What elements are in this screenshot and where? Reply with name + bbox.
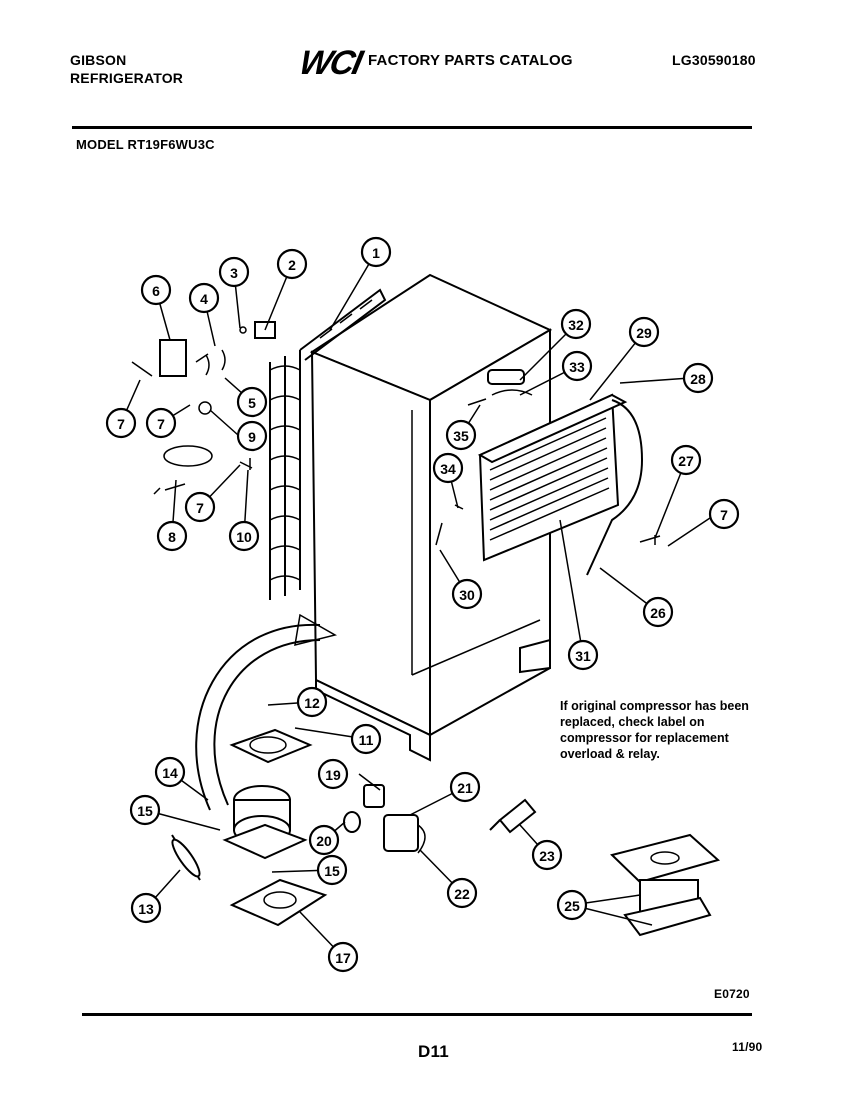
svg-text:22: 22 (454, 886, 470, 902)
svg-text:27: 27 (678, 453, 694, 469)
product-type: REFRIGERATOR (70, 70, 184, 86)
callout-33: 33 (561, 350, 593, 382)
compressor-note: If original compressor has been replaced… (560, 699, 749, 761)
hardware-drawing (131, 321, 661, 546)
callout-20: 20 (308, 824, 340, 856)
svg-text:32: 32 (568, 317, 584, 333)
callout-11: 11 (350, 723, 382, 755)
svg-text:30: 30 (459, 587, 475, 603)
callout-28: 28 (682, 362, 714, 394)
compressor-assembly-drawing (610, 833, 721, 937)
page-number: D11 (418, 1042, 449, 1061)
callout-7b: 7 (145, 407, 177, 439)
connection-tube-drawing (195, 613, 337, 811)
svg-text:11: 11 (359, 732, 374, 748)
catalog-title: FACTORY PARTS CATALOG (368, 52, 573, 69)
svg-text:31: 31 (575, 648, 591, 664)
footer-rule (82, 1013, 752, 1016)
model-label: MODEL RT19F6WU3C (76, 137, 215, 152)
callout-15a: 15 (129, 794, 161, 826)
svg-text:6: 6 (152, 283, 160, 299)
callout-35: 35 (445, 419, 477, 451)
svg-text:13: 13 (138, 901, 154, 917)
condenser-coil-drawing (269, 288, 387, 600)
callout-7a: 7 (105, 407, 137, 439)
callout-12: 12 (296, 686, 328, 718)
callout-6: 6 (140, 274, 172, 306)
svg-text:28: 28 (690, 371, 706, 387)
svg-text:19: 19 (325, 767, 341, 783)
callout-23: 23 (531, 839, 563, 871)
svg-text:23: 23 (539, 848, 555, 864)
svg-text:10: 10 (236, 529, 252, 545)
callout-22: 22 (446, 877, 478, 909)
svg-text:34: 34 (440, 461, 456, 477)
svg-text:20: 20 (316, 833, 332, 849)
svg-text:12: 12 (304, 695, 320, 711)
header-rule (72, 126, 752, 129)
relay-parts-drawing (343, 784, 537, 854)
revision-date: 11/90 (732, 1040, 763, 1054)
callout-29: 29 (628, 316, 660, 348)
svg-text:15: 15 (137, 803, 153, 819)
svg-text:5: 5 (248, 395, 256, 411)
callout-1: 1 (360, 236, 392, 268)
brand-name: GIBSON (70, 52, 127, 68)
callout-7c: 7 (184, 491, 216, 523)
svg-text:7: 7 (720, 507, 728, 523)
callout-8: 8 (156, 520, 188, 552)
callout-9: 9 (236, 420, 268, 452)
svg-text:25: 25 (564, 898, 580, 914)
svg-text:21: 21 (457, 780, 473, 796)
drawing-code: E0720 (714, 987, 750, 1001)
svg-text:9: 9 (248, 429, 256, 445)
evaporator-drawing (477, 369, 644, 576)
callout-3: 3 (218, 256, 250, 288)
svg-text:15: 15 (324, 863, 340, 879)
svg-text:35: 35 (453, 428, 469, 444)
svg-text:4: 4 (200, 291, 208, 307)
callout-19: 19 (317, 758, 349, 790)
svg-text:14: 14 (162, 765, 178, 781)
compressor-drawing (171, 728, 328, 927)
svg-text:7: 7 (196, 500, 204, 516)
svg-text:33: 33 (569, 359, 585, 375)
callout-5: 5 (236, 386, 268, 418)
callout-21: 21 (449, 771, 481, 803)
svg-text:7: 7 (157, 416, 165, 432)
callout-25: 25 (556, 889, 588, 921)
callout-4: 4 (188, 282, 220, 314)
svg-text:26: 26 (650, 605, 666, 621)
svg-text:7: 7 (117, 416, 125, 432)
callout-17: 17 (327, 941, 359, 973)
callout-26: 26 (642, 596, 674, 628)
callout-32: 32 (560, 308, 592, 340)
callout-10: 10 (228, 520, 260, 552)
callout-15b: 15 (316, 854, 348, 886)
callout-30: 30 (451, 578, 483, 610)
svg-text:8: 8 (168, 529, 176, 545)
svg-text:17: 17 (335, 950, 351, 966)
callout-13: 13 (130, 892, 162, 924)
callout-27: 27 (670, 444, 702, 476)
callout-7d: 7 (708, 498, 740, 530)
svg-text:1: 1 (372, 245, 380, 261)
callout-2: 2 (276, 248, 308, 280)
catalog-number: LG30590180 (672, 52, 756, 68)
callout-31: 31 (567, 639, 599, 671)
svg-text:29: 29 (636, 325, 652, 341)
svg-text:2: 2 (288, 257, 296, 273)
callout-34: 34 (432, 452, 464, 484)
svg-text:3: 3 (230, 265, 238, 281)
callout-14: 14 (154, 756, 186, 788)
